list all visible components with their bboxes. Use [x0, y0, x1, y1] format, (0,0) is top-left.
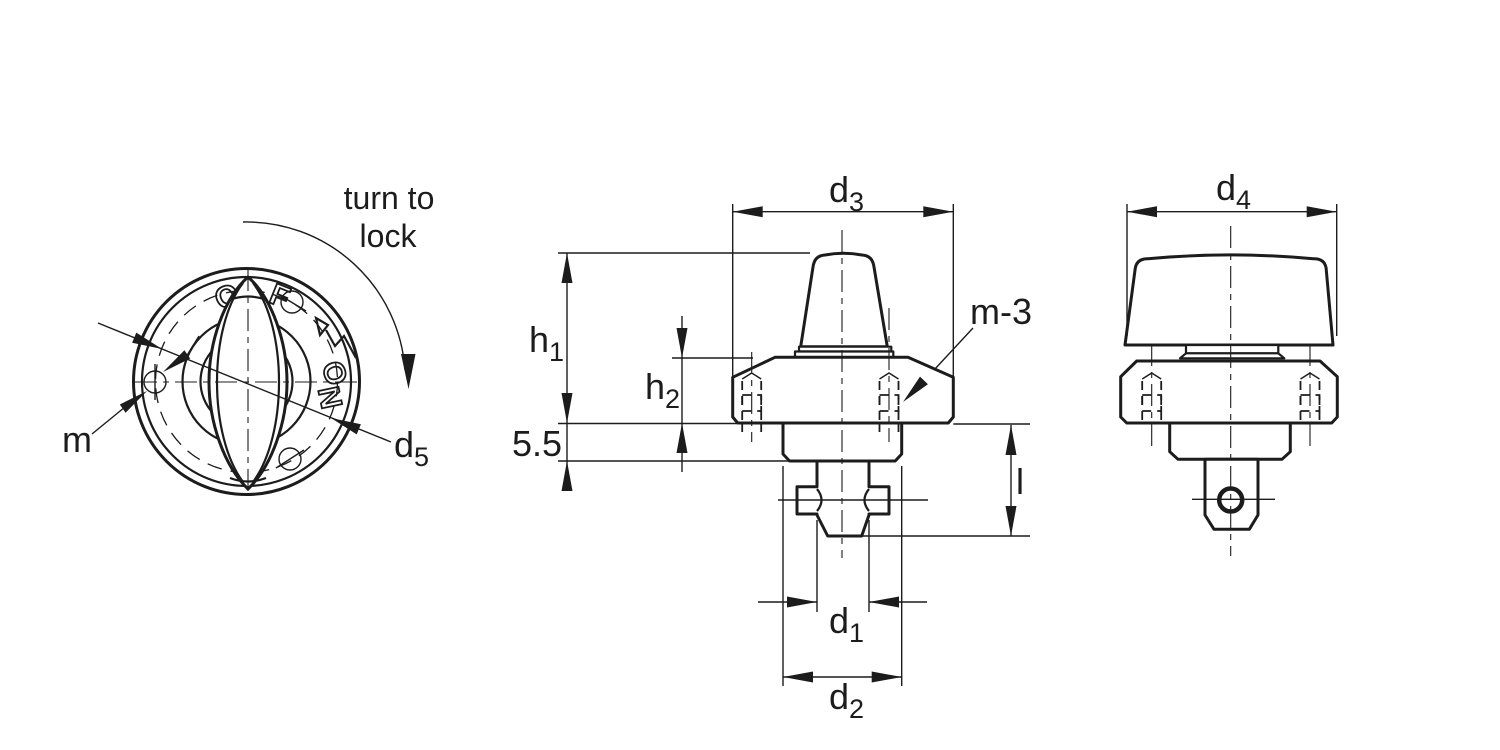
hole-upper-right-tick: [277, 293, 307, 312]
side-view-rotated: d 4: [1119, 167, 1339, 556]
label-h1-sub: 1: [549, 337, 564, 367]
d3-arrow-right: [923, 206, 954, 218]
hole-lower-right-tick: [275, 449, 305, 469]
d4-arrow-left: [1127, 206, 1157, 218]
label-d5-sub: 5: [414, 442, 429, 472]
flange-rotated: [1119, 359, 1339, 425]
l-arrow-top: [1005, 425, 1017, 455]
d3-arrow-left: [732, 206, 763, 218]
boss-rotated: [1168, 421, 1292, 461]
m3-arrow: [903, 376, 928, 402]
hole-thread-relief: [1141, 394, 1163, 412]
d1-arrow-left: [787, 596, 817, 608]
label-d3-sub: 3: [849, 187, 864, 217]
d1-arrow-right: [869, 596, 899, 608]
label-l: l: [1016, 461, 1024, 502]
hole-lower-right: [278, 447, 302, 471]
knob-outer-circle: [132, 267, 361, 496]
hole-below-flange: [741, 424, 763, 432]
wing-endface-top: [228, 295, 268, 302]
label-d1-base: d: [829, 600, 849, 641]
label-d1-sub: 1: [849, 618, 864, 648]
wing-dome: [1123, 253, 1335, 347]
d2-arrow-right: [871, 671, 902, 683]
label-h1-base: h: [529, 319, 549, 360]
dome-neck: [1184, 343, 1280, 355]
h1-arrow-top: [561, 253, 573, 283]
l-arrow-bottom: [1005, 506, 1017, 536]
h2-arrow-bottom: [676, 423, 688, 453]
wing-contour-right: [252, 282, 281, 483]
label-h2-base: h: [645, 366, 665, 407]
label-d4-sub: 4: [1236, 185, 1251, 215]
embossed-zigzag-arrow: [325, 329, 357, 359]
m-arrow-upper: [163, 350, 191, 372]
embossed-arrowhead: [314, 315, 330, 338]
m-arrow-lower: [119, 391, 147, 413]
hole-thread-relief: [878, 394, 900, 412]
offset-arrow: [561, 461, 573, 491]
side-view: h 1 h 2 5.5 d 3 m-3 l d 1 d 2: [512, 169, 1032, 724]
dome-step: [1178, 352, 1286, 360]
hole-thread-relief: [741, 394, 763, 412]
flange: [731, 355, 955, 425]
d5-arrow-upper: [132, 332, 162, 349]
wing-side: [799, 251, 889, 349]
m-leader-tail: [185, 335, 200, 358]
embossed-on-n: N: [311, 384, 348, 412]
label-d4-base: d: [1216, 167, 1236, 208]
label-m: m: [62, 419, 92, 460]
hidden-hole-right: [878, 372, 900, 432]
d5-arrow-lower: [331, 418, 361, 435]
turn-arc-arrowhead: [401, 354, 416, 389]
turn-arc: [242, 221, 406, 371]
note-lock: lock: [360, 218, 418, 254]
d2-arrow-left: [783, 671, 813, 683]
h2-arrow-top: [676, 328, 688, 358]
shaft-and-pin: [795, 459, 891, 538]
m3-leader: [933, 327, 974, 371]
hole-chamfer: [879, 372, 899, 380]
label-d3-base: d: [829, 169, 849, 210]
d4-arrow-right: [1306, 206, 1337, 218]
label-offset: 5.5: [512, 423, 562, 464]
hole-below-flange: [878, 424, 900, 432]
hole-thread-relief: [1299, 394, 1321, 412]
label-m3: m-3: [970, 291, 1032, 332]
h1-arrow-bottom: [561, 393, 573, 423]
hole-upper-right: [280, 290, 304, 314]
label-d2-sub: 2: [849, 694, 864, 724]
m-leader-line: [91, 406, 126, 435]
label-h2-sub: 2: [665, 384, 680, 414]
front-view: O F O N: [62, 180, 435, 496]
label-d2-base: d: [829, 676, 849, 717]
note-turn-to: turn to: [344, 180, 435, 216]
label-d5-base: d: [394, 424, 414, 465]
